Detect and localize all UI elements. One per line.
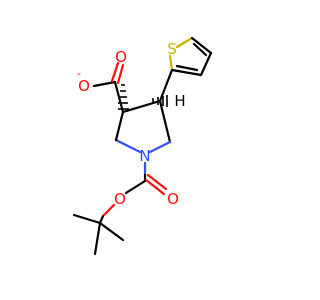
molecule-structure: O - O S H N O O [72, 36, 213, 256]
hashed-wedge-c3 [118, 84, 129, 110]
carboxylate-carbonyl-oxygen-label: O [115, 48, 127, 66]
hashed-wedge-c4 [152, 95, 168, 107]
bond-thiophene-c2-s [168, 54, 174, 72]
bond-ccarboxyl-o-double-a [110, 61, 120, 83]
bond-c4-thiophene [158, 68, 174, 103]
boc-ester-oxygen-label: O [114, 190, 126, 208]
bond-thiophene-c3-c2 [170, 68, 203, 77]
bond-ccarboxyl-o-single [92, 80, 117, 88]
boc-carbonyl-oxygen-label: O [167, 190, 179, 208]
bond-thiophene-s-c5 [175, 36, 194, 49]
bond-n-c2 [114, 138, 142, 154]
bond-ccarbonyl-o-double-a [144, 178, 166, 196]
ring-nitrogen-label: N [139, 147, 150, 165]
thiophene-sulfur-label: S [167, 40, 177, 58]
bond-thiophene-c3-c2-double [175, 64, 199, 72]
bond-ctert-methyl-right [98, 221, 125, 242]
bond-ccarbonyl-o-ester [124, 179, 147, 195]
bond-ccarbonyl-o-double-b [146, 173, 168, 191]
bond-c2-c3 [114, 110, 125, 142]
stereo-hydrogen-label: H [174, 92, 185, 110]
bond-c5-n [148, 140, 172, 154]
carboxylate-charge-label: - [77, 67, 81, 80]
bond-thiophene-c4-c3 [199, 51, 213, 77]
bond-o-ester-ctert [101, 203, 116, 218]
bond-thiophene-c5-c4-double [192, 42, 208, 57]
bond-ctert-methyl-left [72, 213, 102, 225]
bond-thiophene-c5-c4 [190, 36, 213, 55]
bond-c3-c4 [121, 99, 162, 114]
bond-ctert-c [98, 214, 105, 225]
bond-ctert-methyl-down [93, 221, 102, 256]
bond-ccarboxyl-o-double-b [116, 63, 125, 85]
bond-c4-c5 [158, 99, 172, 144]
carboxylate-oxygen-label: O [78, 77, 90, 95]
